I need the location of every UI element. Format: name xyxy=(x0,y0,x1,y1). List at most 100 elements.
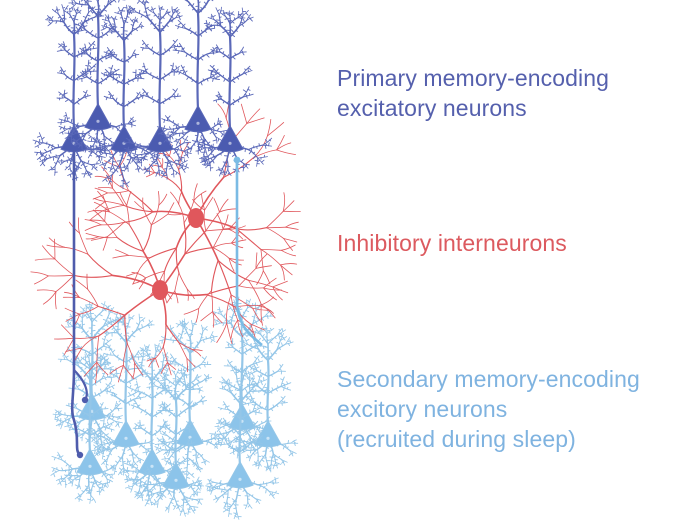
dendritic-spine xyxy=(162,377,165,381)
oblique-dendrite xyxy=(184,51,199,61)
dendritic-spine xyxy=(128,11,131,15)
apical-tuft xyxy=(63,21,75,35)
primary-neuron xyxy=(57,0,137,155)
nucleus xyxy=(88,464,92,468)
dendrite-branch xyxy=(34,258,56,261)
secondary-neuron xyxy=(138,367,204,517)
dendritic-spine xyxy=(92,11,95,14)
dendritic-spine xyxy=(103,458,106,462)
nucleus xyxy=(228,141,232,145)
dendritic-spine xyxy=(237,99,240,103)
dendritic-spine xyxy=(286,446,289,449)
dendrite-branch xyxy=(222,431,230,441)
dendrite-branch xyxy=(183,377,187,390)
dendrite-branch xyxy=(95,361,98,384)
dendrite-branch xyxy=(178,42,186,53)
dendritic-spine xyxy=(96,161,98,165)
dendritic-spine xyxy=(131,334,136,338)
oblique-dendrite xyxy=(239,428,252,436)
dendritic-spine xyxy=(182,492,185,495)
dendrite-branch xyxy=(39,158,48,163)
dendritic-spine xyxy=(78,26,81,30)
dendritic-spine xyxy=(225,381,228,385)
dendritic-spine xyxy=(97,139,101,143)
dendrite-branch xyxy=(123,177,129,188)
dendritic-spine xyxy=(173,412,176,417)
oblique-dendrite xyxy=(227,425,241,436)
dendrite-branch xyxy=(184,230,207,255)
dendritic-spine xyxy=(277,463,279,466)
dendrite-branch xyxy=(123,343,128,366)
dendritic-spine xyxy=(180,378,184,380)
dendritic-spine xyxy=(207,141,211,144)
dendritic-spine xyxy=(172,447,175,451)
dendrite-branch xyxy=(106,448,114,460)
nucleus xyxy=(150,464,154,468)
dendritic-spine xyxy=(84,314,88,318)
dendritic-spine xyxy=(217,435,222,439)
dendritic-spine xyxy=(238,308,243,311)
dendrite-branch xyxy=(257,374,262,383)
secondary-neuron xyxy=(50,344,117,504)
oblique-dendrite xyxy=(197,28,208,37)
dendrite-branch xyxy=(103,162,107,171)
dendritic-spine xyxy=(233,512,237,515)
apical-dendrite xyxy=(122,40,126,130)
apical-tuft xyxy=(189,336,192,354)
secondary-label-line-3: (recruited during sleep) xyxy=(337,426,576,452)
dendritic-spine xyxy=(131,18,134,22)
dendritic-spine xyxy=(108,149,111,152)
dendrite-branch xyxy=(108,331,119,334)
dendritic-spine xyxy=(159,127,162,130)
dendrite-branch xyxy=(185,422,194,429)
dendrite-branch xyxy=(278,395,286,404)
apical-tuft xyxy=(229,24,241,38)
dendrite-branch xyxy=(170,88,178,98)
dendritic-spine xyxy=(224,422,227,426)
dendrite-branch xyxy=(184,247,214,255)
dendritic-spine xyxy=(94,392,97,396)
dendrite-branch xyxy=(34,151,45,154)
dendritic-spine xyxy=(239,17,243,20)
dendrite-branch xyxy=(141,39,150,49)
soma xyxy=(76,447,104,476)
oblique-dendrite xyxy=(123,98,136,108)
dendritic-spine xyxy=(142,95,144,99)
dendritic-spine xyxy=(67,25,71,28)
dendrite-branch xyxy=(217,103,227,119)
dendrite-branch xyxy=(162,323,167,348)
dendrite-branch xyxy=(62,41,66,51)
dendrite-branch xyxy=(132,272,139,285)
dendritic-spine xyxy=(167,162,171,165)
dendritic-spine xyxy=(77,162,81,164)
dendrite-branch xyxy=(128,223,144,252)
dendrite-branch xyxy=(186,358,196,368)
apical-tuft xyxy=(197,0,209,14)
dendritic-spine xyxy=(110,373,113,376)
dendritic-spine xyxy=(170,20,173,23)
dendrite-branch xyxy=(254,327,262,335)
dendrite-branch xyxy=(138,277,147,290)
dendritic-spine xyxy=(68,479,72,483)
dendritic-spine xyxy=(124,21,129,23)
dendrite-branch xyxy=(134,360,143,369)
dendritic-spine xyxy=(223,165,228,168)
dendritic-spine xyxy=(212,139,217,142)
dendritic-spine xyxy=(98,445,101,449)
dendrite-branch xyxy=(185,388,197,391)
dendritic-spine xyxy=(86,487,90,490)
dendrite-branch xyxy=(85,233,99,238)
dendritic-spine xyxy=(75,154,79,157)
dendrite-branch xyxy=(182,141,190,154)
dendritic-spine xyxy=(152,51,155,55)
dendritic-spine xyxy=(172,120,175,124)
dendritic-spine xyxy=(160,131,163,135)
dendritic-spine xyxy=(188,511,191,513)
dendritic-spine xyxy=(98,143,102,146)
dendritic-spine xyxy=(224,405,227,410)
dendritic-spine xyxy=(239,96,241,100)
dendritic-spine xyxy=(245,365,248,369)
dendritic-spine xyxy=(143,445,145,448)
dendritic-spine xyxy=(88,350,91,354)
dendrite-branch xyxy=(104,220,118,238)
